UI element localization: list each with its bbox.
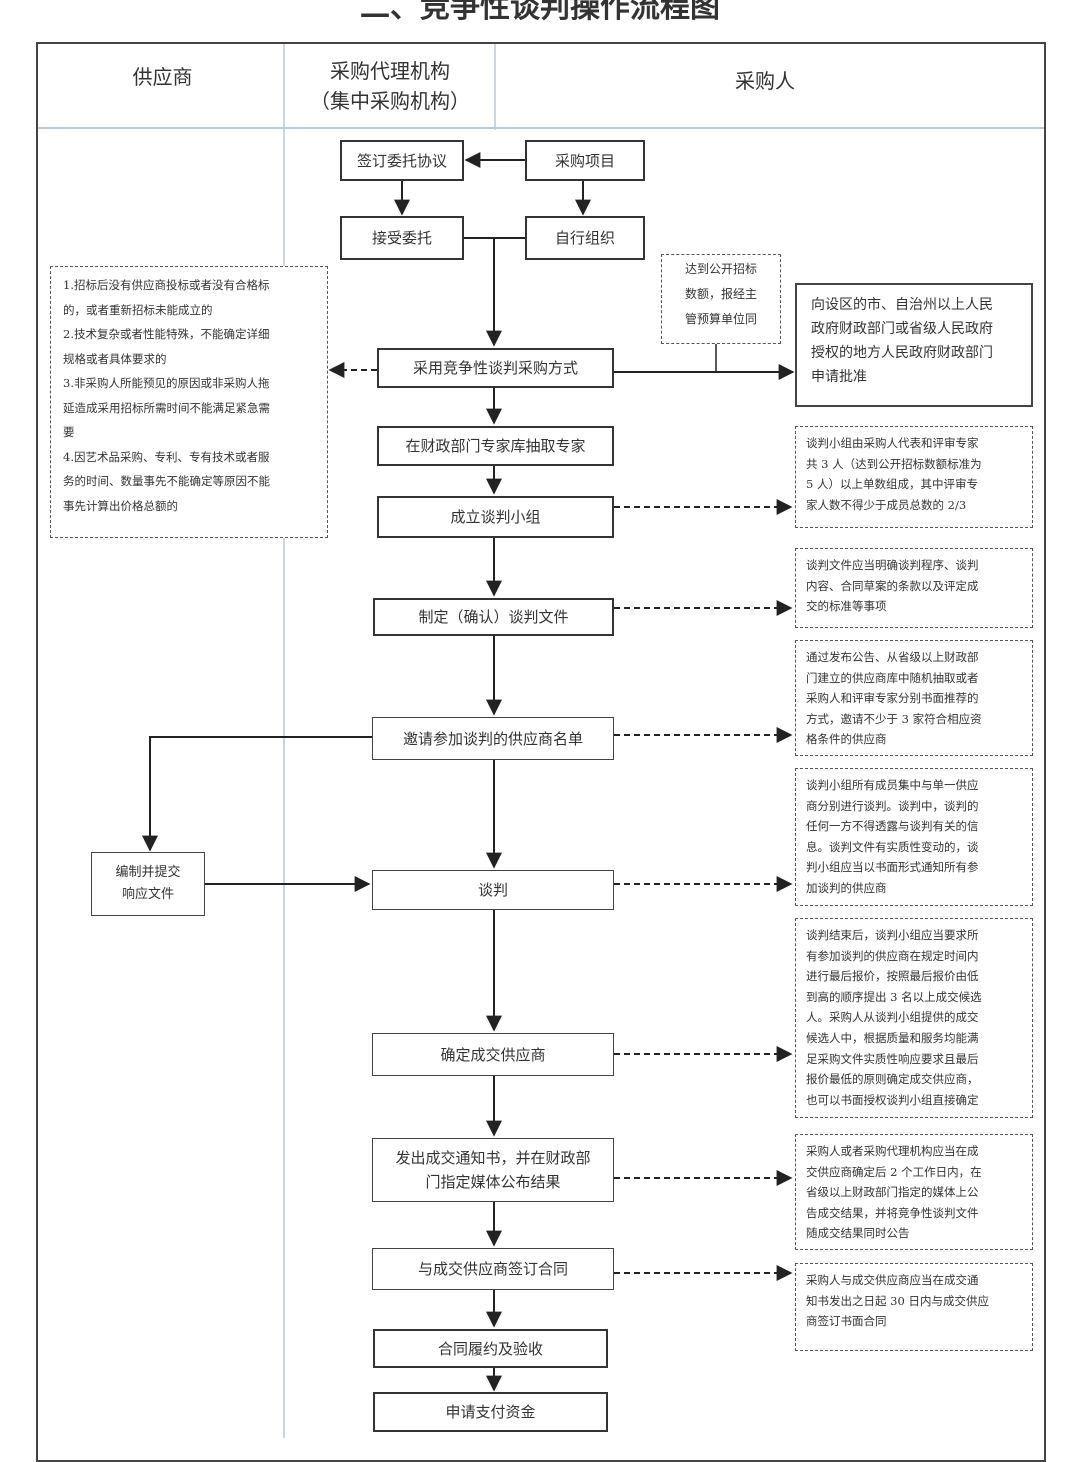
note-line: 务的时间、数量事先不能确定等原因不能 <box>63 474 270 488</box>
note-line: 方式，邀请不少于 3 家符合相应资 <box>806 711 982 726</box>
note-approval: 向设区的市、自治州以上人民 政府财政部门或省级人民政府 授权的地方人民政府财政部… <box>795 283 1033 407</box>
note-line: 足采购文件实质性响应要求且最后 <box>806 1051 979 1066</box>
note-negotiate: 谈判小组所有成员集中与单一供应 商分别进行谈判。谈判中，谈判的 任何一方不得透露… <box>795 768 1033 906</box>
note-line: 随成交结果同时公告 <box>806 1226 910 1241</box>
note-line: 到高的顺序提出 3 名以上成交候选 <box>806 989 982 1004</box>
note-line: 共 3 人（达到公开招标数额标准为 <box>806 456 982 471</box>
note-line: 4.因艺术品采购、专利、专有技术或者服 <box>63 449 270 464</box>
note-line: 判小组应当以书面形式通知所有参 <box>806 860 979 875</box>
note-line: 知书发出之日起 30 日内与成交供应 <box>806 1293 989 1308</box>
note-line: 报价最低的原则确定成交供应商， <box>806 1072 979 1087</box>
page-title: 二、竞争性谈判操作流程图 <box>360 0 720 25</box>
note-invite: 通过发布公告、从省级以上财政部 门建立的供应商库中随机抽取或者 采购人和评审专家… <box>795 640 1033 756</box>
step-notice-line2: 门指定媒体公布结果 <box>425 1173 561 1191</box>
note-line: 人。采购人从谈判小组提供的成交 <box>806 1010 979 1025</box>
step-self-organize: 自行组织 <box>525 216 645 260</box>
step-accept-entrustment: 接受委托 <box>340 216 464 260</box>
note-line: 授权的地方人民政府财政部门 <box>811 345 993 361</box>
step-adopt-method: 采用竞争性谈判采购方式 <box>377 348 614 388</box>
note-line: 采购人和评审专家分别书面推荐的 <box>806 691 979 706</box>
note-conditions: 1.招标后没有供应商投标或者没有合格标 的，或者重新招标未能成立的 2.技术复杂… <box>50 266 328 538</box>
note-determine: 谈判结束后，谈判小组应当要求所 有参加谈判的供应商在规定时间内 进行最后报价，按… <box>795 918 1033 1118</box>
note-threshold: 达到公开招标 数额，报经主 管预算单位同 <box>661 254 781 344</box>
note-line: 申请批准 <box>811 369 867 385</box>
note-line: 息。谈判文件有实质性变动的，谈 <box>806 839 979 854</box>
note-line: 采购人与成交供应商应当在成交通 <box>806 1273 979 1287</box>
lane-header-purchaser: 采购人 <box>735 69 795 93</box>
step-determine-supplier: 确定成交供应商 <box>372 1033 614 1076</box>
step-make-docs: 制定（确认）谈判文件 <box>373 598 614 636</box>
note-line: 谈判文件应当明确谈判程序、谈判 <box>806 558 979 572</box>
note-line: 采购人或者采购代理机构应当在成 <box>806 1144 979 1158</box>
note-line: 有参加谈判的供应商在规定时间内 <box>806 948 979 963</box>
note-line: 延造成采用招标所需时间不能满足紧急需 <box>63 400 270 415</box>
note-line: 进行最后报价，按照最后报价由低 <box>806 969 979 984</box>
lane-header-agency-line2: （集中采购机构） <box>310 89 470 113</box>
note-line: 格条件的供应商 <box>806 732 887 747</box>
note-line: 内容、合同草案的条款以及评定成 <box>806 578 979 593</box>
note-line: 谈判小组由采购人代表和评审专家 <box>806 436 979 450</box>
step-performance: 合同履约及验收 <box>373 1329 608 1368</box>
note-line: 交供应商确定后 2 个工作日内，在 <box>806 1164 982 1179</box>
note-line: 的，或者重新招标未能成立的 <box>63 302 213 317</box>
note-line: 通过发布公告、从省级以上财政部 <box>806 650 979 664</box>
note-line: 2.技术复杂或者性能特殊，不能确定详细 <box>63 327 270 341</box>
note-line: 数额，报经主 <box>684 287 757 301</box>
note-line: 加谈判的供应商 <box>806 880 887 895</box>
step-negotiate: 谈判 <box>372 870 614 910</box>
step-form-panel: 成立谈判小组 <box>377 496 614 538</box>
note-line: 商签订书面合同 <box>806 1314 887 1329</box>
note-line: 也可以书面授权谈判小组直接确定 <box>806 1092 979 1107</box>
note-line: 向设区的市、自治州以上人民 <box>811 297 993 313</box>
note-line: 3.非采购人所能预见的原因或非采购人拖 <box>63 376 270 390</box>
lane-header-supplier: 供应商 <box>132 65 193 89</box>
note-line: 谈判结束后，谈判小组应当要求所 <box>806 928 979 942</box>
note-line: 要 <box>63 425 75 439</box>
step-prepare-response-line2: 响应文件 <box>121 887 174 902</box>
note-line: 1.招标后没有供应商投标或者没有合格标 <box>63 278 270 292</box>
note-line: 谈判小组所有成员集中与单一供应 <box>806 778 979 792</box>
lane-header-agency-line1: 采购代理机构 <box>330 59 450 83</box>
note-line: 5 人）以上单数组成，其中评审专 <box>806 477 978 492</box>
note-line: 规格或者具体要求的 <box>63 351 167 366</box>
step-prepare-response-line1: 编制并提交 <box>115 865 181 880</box>
lane-header-agency: 采购代理机构 （集中采购机构） <box>285 56 495 116</box>
step-sign-contract: 与成交供应商签订合同 <box>372 1248 614 1290</box>
step-sign-agreement: 签订委托协议 <box>340 140 464 181</box>
note-line: 管预算单位同 <box>684 312 757 326</box>
note-docs: 谈判文件应当明确谈判程序、谈判 内容、合同草案的条款以及评定成 交的标准等事项 <box>795 548 1033 628</box>
note-line: 候选人中，根据质量和服务均能满 <box>806 1030 979 1045</box>
step-invite-list: 邀请参加谈判的供应商名单 <box>372 717 614 760</box>
note-line: 政府财政部门或省级人民政府 <box>811 321 993 337</box>
step-notice-line1: 发出成交通知书，并在财政部 <box>395 1149 591 1167</box>
note-line: 事先计算出价格总额的 <box>63 498 178 513</box>
note-line: 门建立的供应商库中随机抽取或者 <box>806 670 979 685</box>
step-notice: 发出成交通知书，并在财政部 门指定媒体公布结果 <box>372 1138 614 1202</box>
note-line: 任何一方不得透露与谈判有关的信 <box>806 819 979 834</box>
note-line: 达到公开招标 <box>684 262 757 276</box>
note-line: 交的标准等事项 <box>806 599 887 614</box>
note-line: 省级以上财政部门指定的媒体上公 <box>806 1185 979 1200</box>
step-apply-payment: 申请支付资金 <box>373 1392 608 1432</box>
note-panel: 谈判小组由采购人代表和评审专家 共 3 人（达到公开招标数额标准为 5 人）以上… <box>795 426 1033 528</box>
note-line: 告成交结果，并将竞争性谈判文件 <box>806 1205 979 1220</box>
note-notice: 采购人或者采购代理机构应当在成 交供应商确定后 2 个工作日内，在 省级以上财政… <box>795 1134 1033 1250</box>
step-prepare-response: 编制并提交 响应文件 <box>91 852 205 916</box>
step-procurement-project: 采购项目 <box>525 140 645 181</box>
step-draw-experts: 在财政部门专家库抽取专家 <box>377 426 614 466</box>
note-line: 商分别进行谈判。谈判中，谈判的 <box>806 798 979 813</box>
note-line: 家人数不得少于成员总数的 2/3 <box>806 497 967 512</box>
note-contract: 采购人与成交供应商应当在成交通 知书发出之日起 30 日内与成交供应 商签订书面… <box>795 1263 1033 1351</box>
